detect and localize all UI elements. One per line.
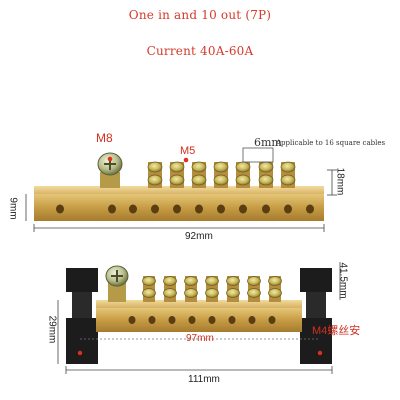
title-line-2: Current 40A-60A xyxy=(146,44,254,58)
right-mount-bracket xyxy=(300,268,332,364)
top-bar-holes xyxy=(56,204,314,214)
bottom-length-dim-label: 111mm xyxy=(188,374,220,385)
m8-label: M8 xyxy=(96,131,113,145)
bottom-right-height-dim-label: 41.5mm xyxy=(337,262,349,299)
applicable-cable-text: Applicable to 16 square cables xyxy=(276,139,386,147)
top-dimension-lines xyxy=(25,169,337,232)
top-bar-top-face xyxy=(34,186,324,195)
top-left-dim-label: 9mm xyxy=(7,197,19,220)
m4-screw-label: M4螺丝安 xyxy=(312,325,361,337)
bottom-left-height-dim-label: 29mm xyxy=(46,315,58,344)
m8-screw xyxy=(97,152,123,188)
m5-label: M5 xyxy=(180,145,196,157)
cable-size-label: 6mm xyxy=(254,136,282,149)
top-height-dim-label: 18mm xyxy=(334,167,346,196)
m5-marker-dot xyxy=(183,157,189,163)
top-length-dim-label: 92mm xyxy=(185,231,213,242)
title-line-1: One in and 10 out (7P) xyxy=(128,8,272,22)
left-mount-bracket xyxy=(66,268,98,364)
cable-size-box xyxy=(242,147,274,163)
top-terminal-bar xyxy=(25,147,337,232)
inner-length-dim-label: 97mm xyxy=(186,333,214,344)
bottom-dimension-lines xyxy=(57,262,341,374)
m8-marker-dot xyxy=(107,156,113,162)
m5-screws xyxy=(147,161,296,188)
bottom-terminal-bar xyxy=(57,262,341,374)
